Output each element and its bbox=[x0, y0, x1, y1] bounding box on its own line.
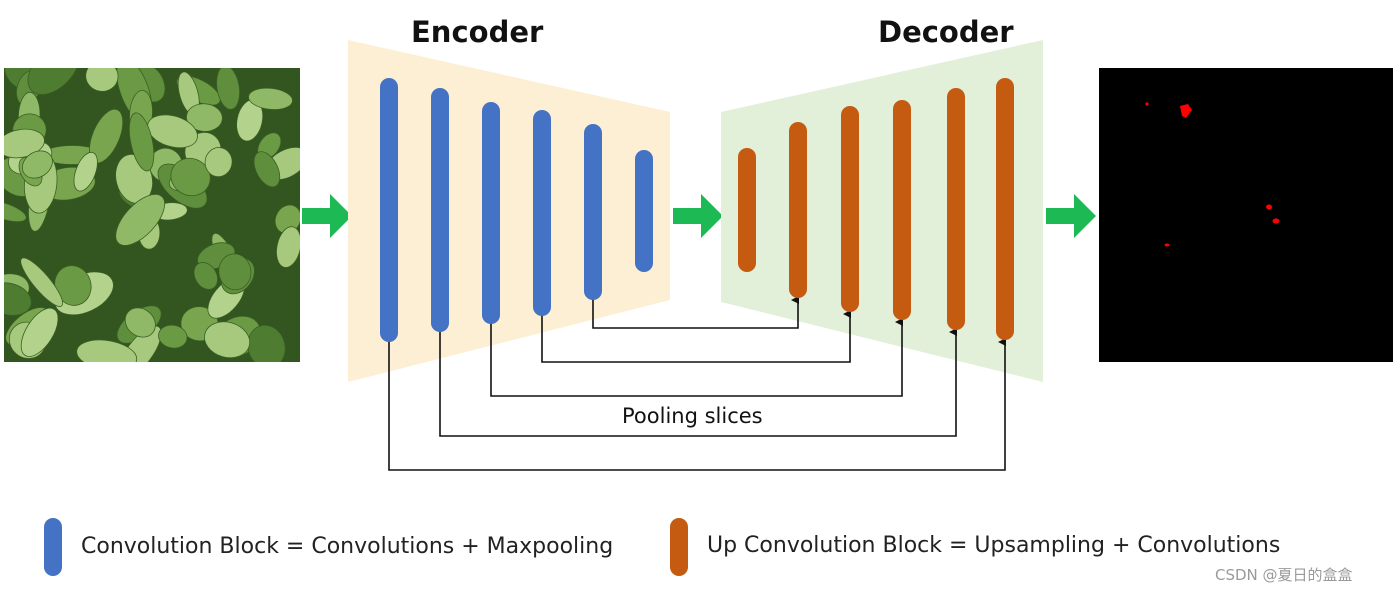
leaf-shape bbox=[20, 307, 59, 357]
encoder-block-swatch bbox=[44, 518, 62, 576]
leaf-shape bbox=[218, 253, 252, 291]
segmentation-mask-icon bbox=[1099, 68, 1393, 362]
skip-connection-5 bbox=[388, 338, 1006, 471]
leaf-shape bbox=[274, 204, 300, 234]
leaf-shape bbox=[20, 257, 64, 307]
leaf-shape bbox=[158, 324, 188, 349]
green-right-arrow-icon bbox=[673, 194, 723, 238]
leaf-shape bbox=[253, 151, 281, 188]
decoder-block bbox=[738, 148, 756, 272]
leaf-shape bbox=[276, 226, 300, 268]
leaf-shape bbox=[216, 68, 240, 110]
skip-connection-4 bbox=[439, 328, 957, 437]
leaf-shape bbox=[21, 150, 53, 179]
decoder-block bbox=[841, 106, 859, 312]
decoder-blocks bbox=[738, 78, 1014, 340]
leaf-shape bbox=[147, 114, 198, 149]
leaf-shape bbox=[248, 87, 293, 110]
leaf-shape bbox=[4, 282, 32, 316]
decoder-block-swatch bbox=[670, 518, 688, 576]
skip-connection-2 bbox=[541, 310, 851, 363]
leaf-shape bbox=[4, 200, 27, 223]
leaf-shape bbox=[193, 262, 218, 290]
legend-decoder-text: Up Convolution Block = Upsampling + Conv… bbox=[707, 533, 1281, 558]
leaf-shape bbox=[4, 128, 45, 159]
leaf-shape bbox=[128, 112, 155, 172]
encoder-block bbox=[431, 88, 449, 332]
leaf-shape bbox=[204, 321, 251, 359]
leaf-shape bbox=[117, 325, 162, 362]
decoder-background bbox=[721, 40, 1043, 382]
skip-connection-3 bbox=[490, 318, 903, 397]
decoder-block bbox=[996, 78, 1014, 340]
decoder-block bbox=[893, 100, 911, 320]
encoder-title: Encoder bbox=[411, 15, 544, 49]
watermark: CSDN @夏日的盒盒 bbox=[1215, 566, 1353, 584]
leaf-shape bbox=[204, 147, 233, 178]
decoder-block bbox=[789, 122, 807, 298]
pooling-slices-label: Pooling slices bbox=[622, 404, 763, 428]
leaf-shape bbox=[27, 68, 80, 95]
leaf-shape bbox=[247, 324, 286, 362]
input-leaf-image bbox=[4, 68, 300, 362]
green-right-arrow-icon bbox=[302, 194, 352, 238]
leaf-shape bbox=[186, 103, 223, 132]
legend-encoder-text: Convolution Block = Convolutions + Maxpo… bbox=[81, 534, 614, 559]
leaf-shape bbox=[115, 193, 166, 246]
green-right-arrow-icon bbox=[1046, 194, 1096, 238]
decoder-block bbox=[947, 88, 965, 330]
encoder-block bbox=[380, 78, 398, 342]
leaf-shape bbox=[76, 339, 138, 362]
leaf-shape bbox=[85, 68, 119, 92]
encoder-block bbox=[533, 110, 551, 316]
encoder-block bbox=[584, 124, 602, 300]
leaf-shape bbox=[124, 307, 156, 338]
encoder-blocks bbox=[380, 78, 653, 342]
leaf-shape bbox=[73, 151, 98, 192]
skip-connection-1 bbox=[592, 296, 799, 329]
decoder-title: Decoder bbox=[878, 15, 1014, 49]
encoder-block bbox=[482, 102, 500, 324]
skip-connections bbox=[388, 296, 1006, 471]
encoder-block bbox=[635, 150, 653, 272]
leaf-shape bbox=[170, 157, 211, 197]
